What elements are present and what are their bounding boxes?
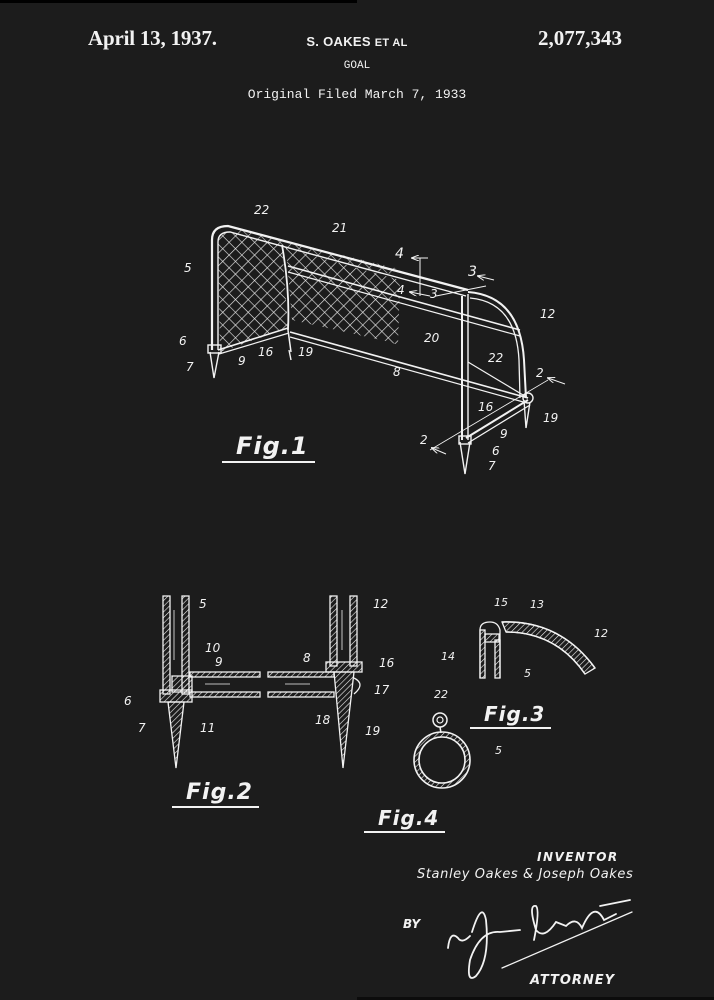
figure-3-label: Fig.3 (470, 702, 552, 729)
svg-text:19: 19 (543, 411, 558, 425)
figure-2-reference-numerals: 5 10 9 6 7 11 8 12 16 17 18 19 (124, 597, 395, 738)
scan-edge-top (0, 0, 357, 3)
svg-text:5: 5 (184, 261, 192, 275)
svg-text:6: 6 (492, 444, 500, 458)
svg-text:12: 12 (594, 627, 608, 640)
svg-text:15: 15 (494, 596, 508, 609)
figure-1-label: Fig.1 (222, 432, 315, 463)
svg-text:4: 4 (395, 246, 404, 262)
svg-text:3: 3 (430, 287, 438, 301)
svg-text:17: 17 (374, 683, 390, 697)
figure-4-label: Fig.4 (364, 806, 446, 833)
patent-inventor-header: S. OAKES ET AL (0, 34, 714, 49)
svg-text:19: 19 (298, 345, 313, 359)
svg-text:10: 10 (205, 641, 221, 655)
svg-text:22: 22 (488, 351, 503, 365)
inventor-name: S. OAKES (306, 34, 371, 49)
filing-date: Original Filed March 7, 1933 (247, 87, 467, 102)
svg-text:14: 14 (441, 650, 455, 663)
svg-text:9: 9 (238, 354, 246, 368)
svg-text:2: 2 (536, 366, 544, 380)
figure-2-label: Fig.2 (172, 780, 259, 808)
svg-text:16: 16 (379, 656, 395, 670)
svg-text:22: 22 (434, 688, 448, 701)
svg-text:7: 7 (186, 360, 194, 374)
figure-4-reference-numerals: 22 5 (434, 688, 502, 757)
svg-text:8: 8 (393, 365, 401, 379)
attorney-signature (447, 899, 633, 979)
by-label: BY (403, 917, 421, 931)
svg-text:18: 18 (315, 713, 331, 727)
svg-text:12: 12 (373, 597, 388, 611)
svg-text:9: 9 (215, 655, 223, 669)
svg-text:5: 5 (524, 667, 531, 680)
inventor-names: Stanley Oakes & Joseph Oakes (417, 867, 634, 882)
scan-edge-bottom (357, 997, 714, 1000)
patent-title: GOAL (343, 60, 371, 72)
figure-1-reference-numerals: 22 21 4 4 3 3 5 6 7 9 16 19 20 12 8 22 2… (179, 203, 558, 473)
patent-date: April 13, 1937. (88, 26, 217, 50)
svg-text:21: 21 (332, 221, 347, 235)
figure-3-section (479, 621, 596, 679)
svg-text:4: 4 (397, 283, 405, 297)
svg-text:5: 5 (199, 597, 207, 611)
svg-text:6: 6 (124, 694, 132, 708)
attorney-label: ATTORNEY (530, 973, 616, 988)
svg-text:20: 20 (424, 331, 440, 345)
svg-text:16: 16 (258, 345, 274, 359)
svg-text:5: 5 (495, 744, 502, 757)
svg-text:13: 13 (530, 598, 544, 611)
figure-4-section (413, 712, 471, 789)
svg-text:7: 7 (138, 721, 146, 735)
svg-text:7: 7 (488, 459, 496, 473)
svg-text:16: 16 (478, 400, 494, 414)
inventor-label: INVENTOR (537, 850, 619, 864)
figure-2-section (159, 595, 363, 769)
patent-number: 2,077,343 (538, 26, 622, 50)
svg-text:9: 9 (500, 427, 508, 441)
figure-3-reference-numerals: 15 13 12 14 5 (441, 596, 608, 680)
svg-text:19: 19 (365, 724, 380, 738)
svg-text:3: 3 (468, 264, 477, 280)
svg-text:22: 22 (254, 203, 269, 217)
svg-text:6: 6 (179, 334, 187, 348)
figure-1-goal-perspective (207, 224, 566, 475)
inventor-suffix: ET AL (374, 37, 408, 49)
svg-text:8: 8 (303, 651, 311, 665)
svg-text:2: 2 (420, 433, 428, 447)
svg-text:12: 12 (540, 307, 555, 321)
svg-text:11: 11 (200, 721, 215, 735)
